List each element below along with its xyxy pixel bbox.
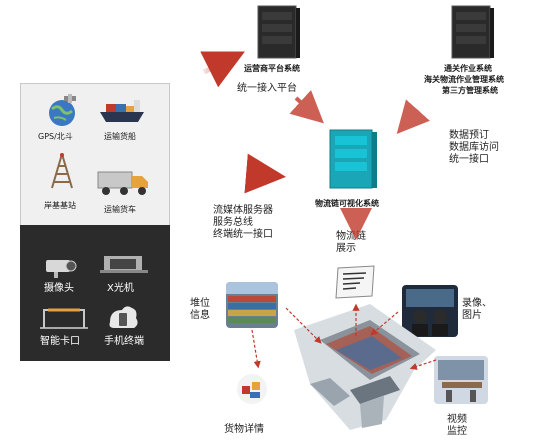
port-aerial-illustration — [294, 304, 436, 430]
base-station-tower-icon — [51, 153, 73, 189]
surveillance-room-photo — [402, 285, 458, 337]
customs-server-icon — [451, 5, 494, 59]
video-monitoring-text: 视频 监控 — [447, 414, 467, 437]
arrow-streaming-to-central — [244, 153, 286, 194]
arrow-customs-to-central — [396, 99, 430, 134]
dashed-arrows — [251, 303, 437, 370]
device-panel-top — [20, 83, 170, 227]
smart-gate-icon — [40, 308, 88, 329]
customs-server-line-1: 通关作业系统 — [444, 64, 492, 73]
container-yard-photo — [226, 282, 278, 328]
cargo-ship-icon — [100, 100, 144, 122]
mobile-terminal-label: 手机终端 — [104, 336, 144, 347]
smart-gate-label: 智能卡口 — [40, 336, 80, 347]
data-interface-text: 数据预订 数据库访问 统一接口 — [449, 130, 499, 165]
xray-machine-icon — [100, 256, 148, 273]
cargo-detail-label: 货物详情 — [224, 424, 264, 435]
streaming-text: 流媒体服务器 服务总线 终端统一接口 — [213, 205, 273, 240]
operator-server-icon — [257, 5, 300, 59]
base-station-label: 岸基基站 — [44, 201, 76, 210]
customs-server-line-3: 第三方管理系统 — [442, 86, 498, 95]
truck-label: 运输货车 — [104, 205, 136, 214]
unified-access-label: 统一接入平台 — [237, 83, 297, 94]
device-panel-bottom — [20, 225, 170, 361]
operator-server-label: 运营商平台系统 — [244, 64, 300, 73]
central-server-label: 物流链可视化系统 — [315, 199, 379, 208]
truck-icon — [97, 171, 148, 195]
cargo-ship-label: 运输货船 — [104, 132, 136, 141]
xray-label: X光机 — [107, 283, 134, 294]
globe-satellite-icon — [49, 94, 76, 126]
camera-label: 摄像头 — [44, 283, 74, 294]
display-monitor-icon — [335, 265, 375, 299]
camera-icon — [46, 260, 77, 278]
central-server-icon — [329, 129, 377, 189]
gps-label: GPS/北斗 — [38, 132, 73, 141]
customs-server-line-2: 海关物流作业管理系统 — [424, 75, 504, 84]
arrow-into-operator-server — [200, 51, 245, 88]
yard-info-text: 堆位 信息 — [190, 298, 210, 321]
cargo-items-icon — [237, 374, 267, 404]
mobile-terminal-icon — [109, 306, 138, 328]
arrow-operator-to-central — [289, 90, 324, 124]
recording-text: 录像、 图片 — [462, 298, 492, 321]
video-monitoring-photo — [434, 356, 488, 404]
